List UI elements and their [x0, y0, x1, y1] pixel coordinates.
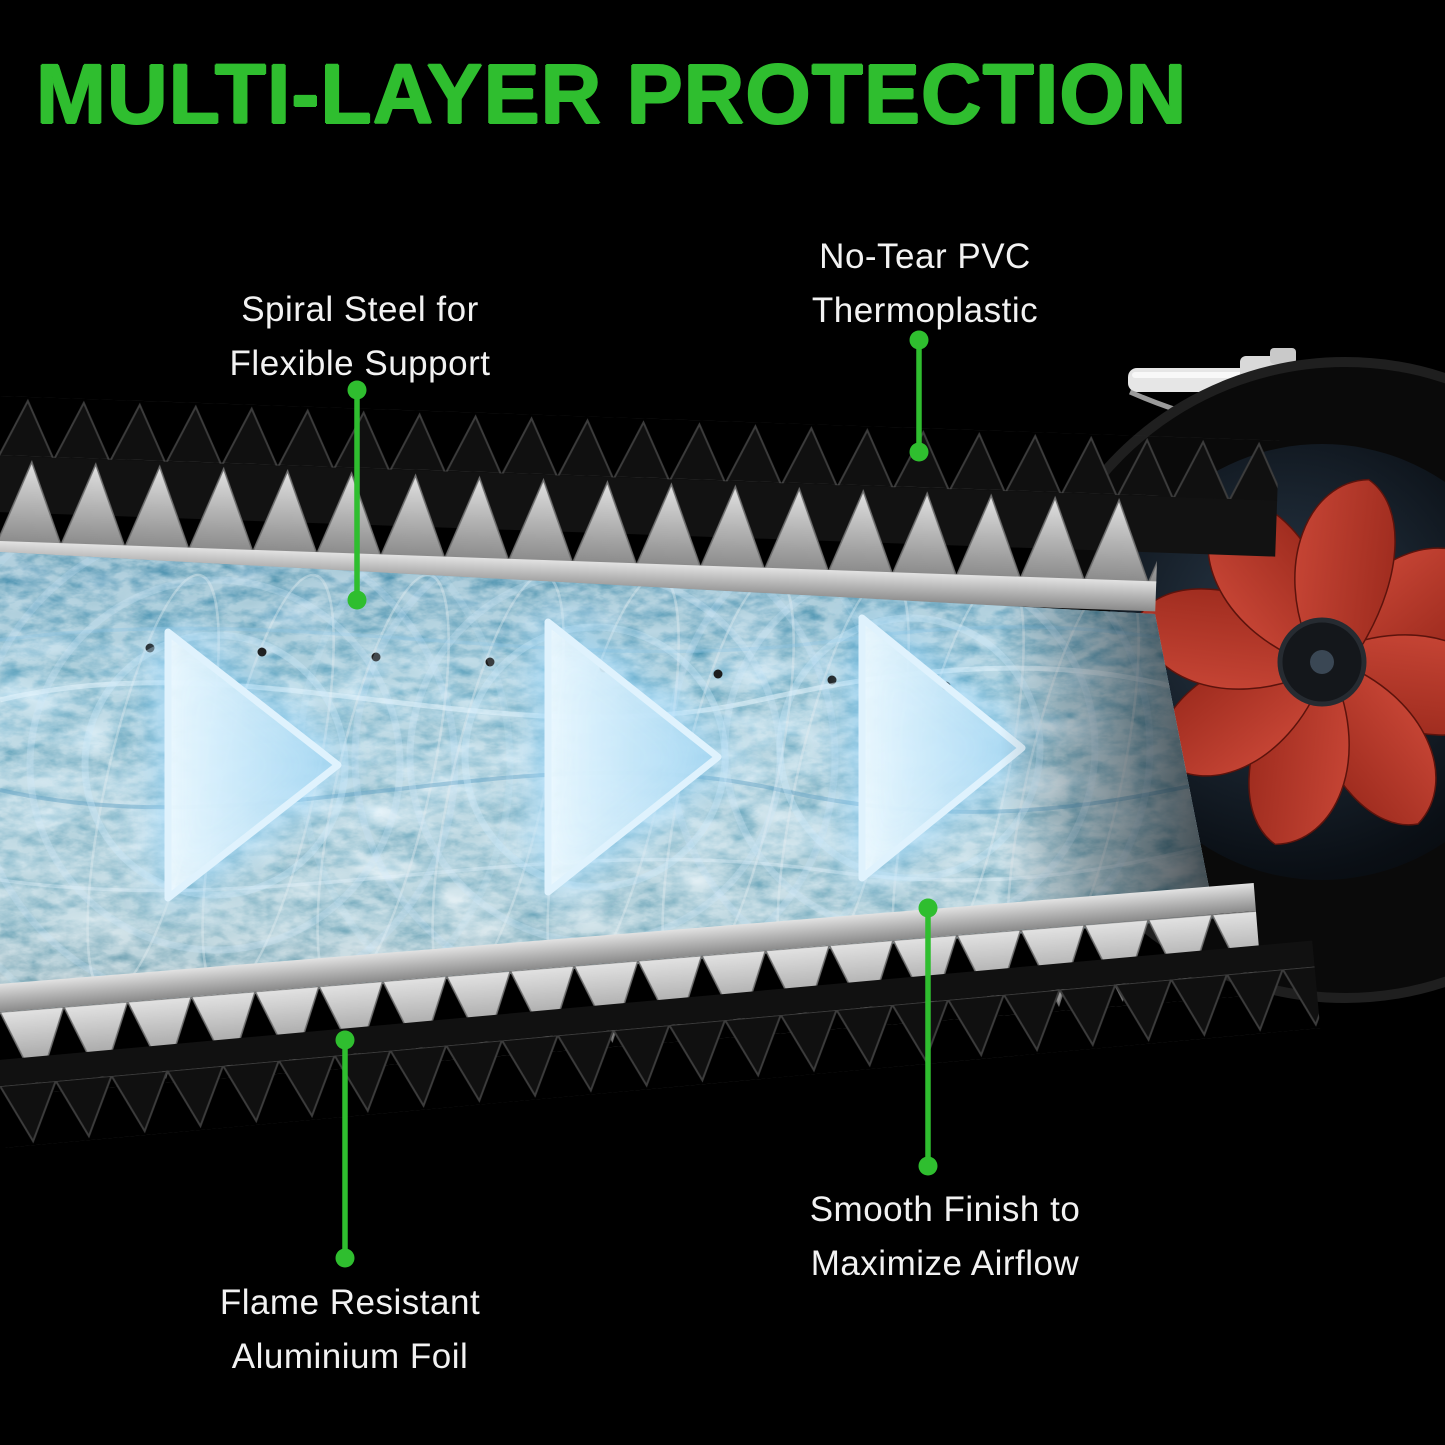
label-pvc-line2: Thermoplastic: [811, 291, 1039, 331]
airflow-arrow: [544, 618, 722, 896]
label-pvc-line1: No-Tear PVC: [819, 237, 1031, 276]
label-smooth-finish: Smooth Finish to Maximize Airflow: [810, 1183, 1081, 1292]
callout-line-smooth-finish: [918, 898, 938, 1176]
label-spiral-steel: Spiral Steel for Flexible Support: [230, 283, 491, 392]
callout-line-spiral-steel: [347, 380, 367, 610]
label-spiral-steel-line1: Spiral Steel for: [241, 290, 479, 329]
callout-line-pvc: [909, 330, 929, 462]
airflow-arrows: [164, 614, 1026, 902]
label-pvc-thermoplastic: No-Tear PVC Thermoplastic: [812, 230, 1038, 339]
airflow-arrow: [164, 628, 342, 902]
page-title: MULTI-LAYER PROTECTION: [36, 47, 1188, 141]
label-foil-line2: Aluminium Foil: [231, 1337, 469, 1377]
callout-line-aluminium-foil: [335, 1030, 355, 1268]
label-smooth-line2: Maximize Airflow: [810, 1244, 1080, 1284]
airflow-arrow: [858, 614, 1026, 882]
label-foil-line1: Flame Resistant: [219, 1283, 481, 1322]
label-spiral-steel-line2: Flexible Support: [229, 344, 491, 384]
label-smooth-line1: Smooth Finish to: [809, 1190, 1081, 1229]
foil-layer-top: [0, 454, 1160, 612]
duct-outer-pvc-bottom: [0, 940, 1321, 1148]
fan-blades-icon: [1138, 478, 1445, 846]
label-aluminium-foil: Flame Resistant Aluminium Foil: [220, 1276, 480, 1385]
